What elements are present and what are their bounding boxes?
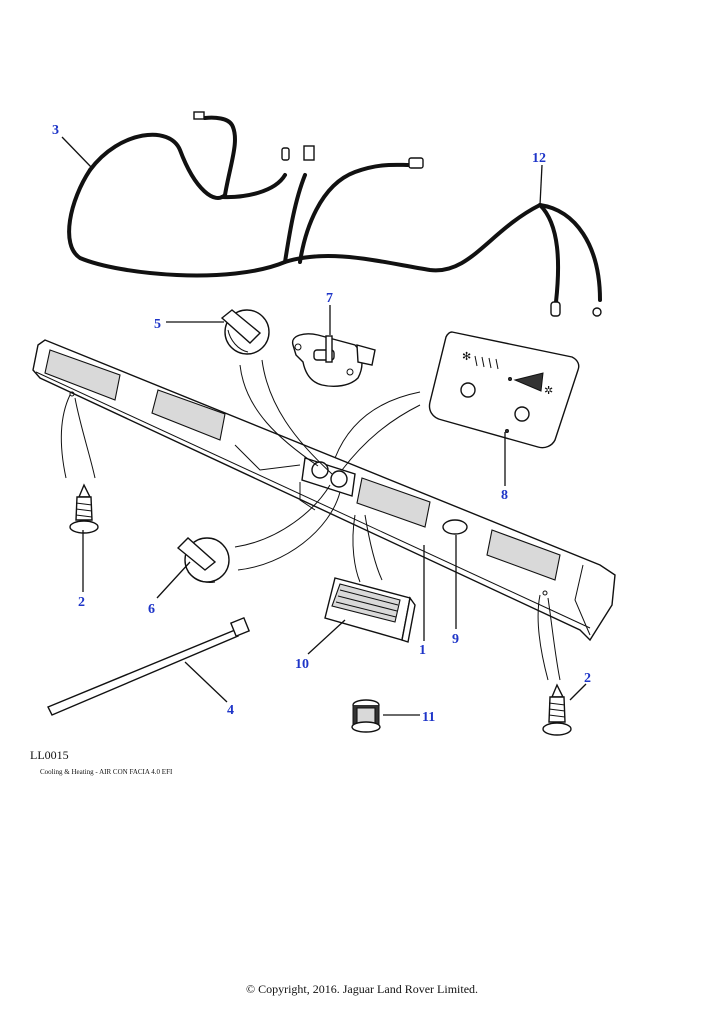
callout-7: 7 xyxy=(326,291,333,306)
callout-leaders xyxy=(61,136,587,716)
callout-9: 9 xyxy=(452,632,459,647)
callout-5: 5 xyxy=(154,317,161,332)
facia-window-left xyxy=(44,349,561,581)
control-knob-part-6 xyxy=(176,537,230,583)
assembly-guide-lines xyxy=(60,359,561,681)
control-knob-part-5 xyxy=(220,309,270,355)
screw-part-2-right xyxy=(542,683,572,736)
control-panel-plate-part-8: ✻ ✲ xyxy=(428,331,580,449)
cable-tie-part-4 xyxy=(47,616,251,716)
callout-10: 10 xyxy=(295,657,309,672)
snowflake-icon: ✲ xyxy=(544,384,553,397)
clip-part-11 xyxy=(351,699,381,733)
callout-2-left: 2 xyxy=(78,595,85,610)
callout-12: 12 xyxy=(532,151,546,166)
diagram-reference-code: LL0015 xyxy=(30,748,69,762)
callout-6: 6 xyxy=(148,602,155,617)
diagram-caption: Cooling & Heating - AIR CON FACIA 4.0 EF… xyxy=(40,768,173,776)
facia-panel-part-1 xyxy=(32,339,616,642)
copyright-notice: © Copyright, 2016. Jaguar Land Rover Lim… xyxy=(245,982,479,996)
callout-1: 1 xyxy=(419,643,426,658)
callout-3: 3 xyxy=(52,123,59,138)
parts-diagram: ✻ ✲ xyxy=(32,111,616,736)
callout-2-right: 2 xyxy=(584,671,591,686)
wiring-harness-part-3 xyxy=(67,111,602,317)
switch-motor-part-7 xyxy=(291,333,376,387)
screw-part-2-left xyxy=(69,483,99,534)
callout-8: 8 xyxy=(501,488,508,503)
fan-icon: ✻ xyxy=(462,350,471,363)
vent-grille-part-10 xyxy=(324,577,416,643)
callout-4: 4 xyxy=(227,703,234,718)
callout-labels: 3 12 5 7 8 2 6 1 9 10 4 11 2 xyxy=(52,123,591,725)
callout-11: 11 xyxy=(422,710,435,725)
